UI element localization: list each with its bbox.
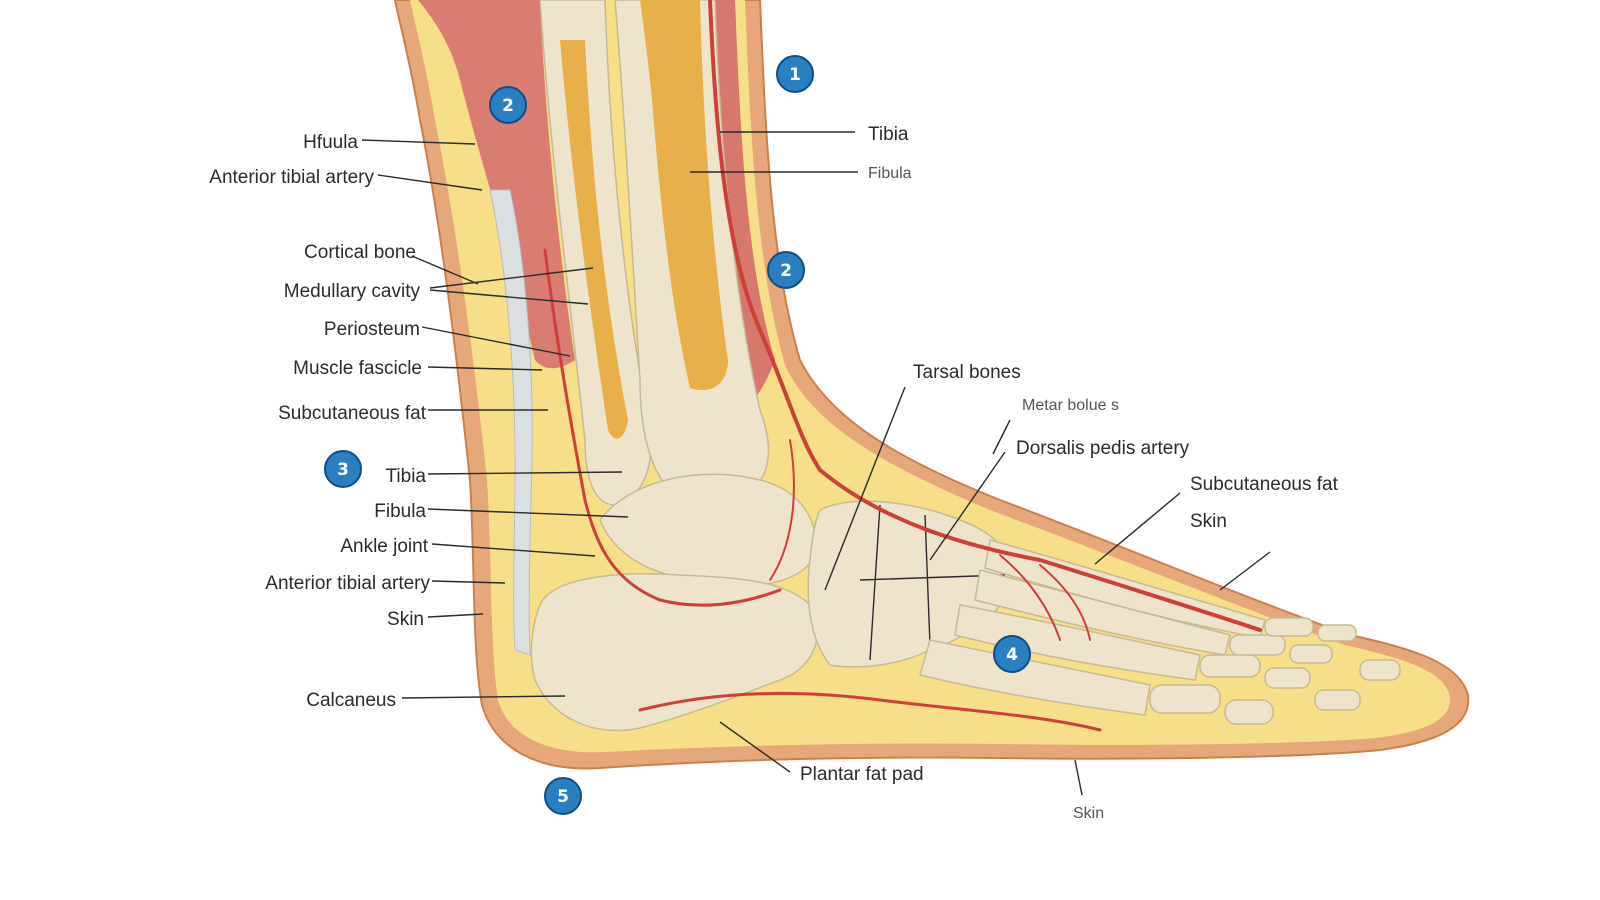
svg-text:3: 3: [337, 460, 349, 480]
label-skin-bottom: Skin: [1073, 805, 1104, 822]
badge-2-top: 2: [489, 86, 527, 124]
label-fibula-left: Fibula: [374, 501, 426, 522]
label-ankle-joint: Ankle joint: [340, 536, 428, 557]
badge-2-right: 2: [767, 251, 805, 289]
label-subcutaneous-fat-left: Subcutaneous fat: [278, 403, 427, 424]
label-skin-right: Skin: [1190, 511, 1227, 532]
label-tibia-left: Tibia: [386, 466, 427, 487]
label-fibula-right: Fibula: [868, 165, 912, 182]
badge-4: 4: [993, 635, 1031, 673]
label-medullary-cavity: Medullary cavity: [284, 281, 421, 302]
leader-lines: [361, 131, 1271, 796]
label-anterior-tibial-artery-top: Anterior tibial artery: [209, 167, 374, 188]
svg-text:4: 4: [1006, 645, 1018, 665]
muscle-posterior: [418, 0, 575, 369]
calcaneus-bone: [530, 573, 819, 732]
label-subcutaneous-fat-right: Subcutaneous fat: [1190, 474, 1339, 495]
label-skin-left: Skin: [387, 609, 424, 630]
tibia-marrow: [640, 0, 728, 391]
label-muscle-fascicle: Muscle fascicle: [293, 358, 422, 379]
svg-text:2: 2: [502, 96, 514, 116]
label-cortical-bone: Cortical bone: [304, 242, 416, 263]
label-metatarsal-garbled: Metar bolue s: [1022, 397, 1119, 414]
label-dorsalis-pedis-artery: Dorsalis pedis artery: [1016, 438, 1190, 459]
labels-left: Hfuula Anterior tibial artery Cortical b…: [209, 132, 430, 711]
svg-text:1: 1: [789, 65, 801, 85]
label-periosteum: Periosteum: [324, 319, 420, 340]
labels-right: Tibia Fibula Tarsal bones Metar bolue s …: [800, 124, 1339, 822]
badge-1: 1: [776, 55, 814, 93]
label-anterior-tibial-artery-low: Anterior tibial artery: [265, 573, 430, 594]
badge-5: 5: [544, 777, 582, 815]
label-hfula: Hfuula: [303, 132, 358, 153]
achilles-tendon: [489, 189, 533, 656]
fibula-marrow: [560, 40, 628, 439]
phalanges: [1149, 617, 1401, 725]
svg-text:2: 2: [780, 261, 792, 281]
label-calcaneus: Calcaneus: [306, 690, 396, 711]
label-tarsal-bones: Tarsal bones: [913, 362, 1021, 383]
label-plantar-fat-pad: Plantar fat pad: [800, 764, 924, 785]
badge-3: 3: [324, 450, 362, 488]
svg-text:5: 5: [557, 787, 569, 807]
label-tibia-right: Tibia: [868, 124, 909, 145]
